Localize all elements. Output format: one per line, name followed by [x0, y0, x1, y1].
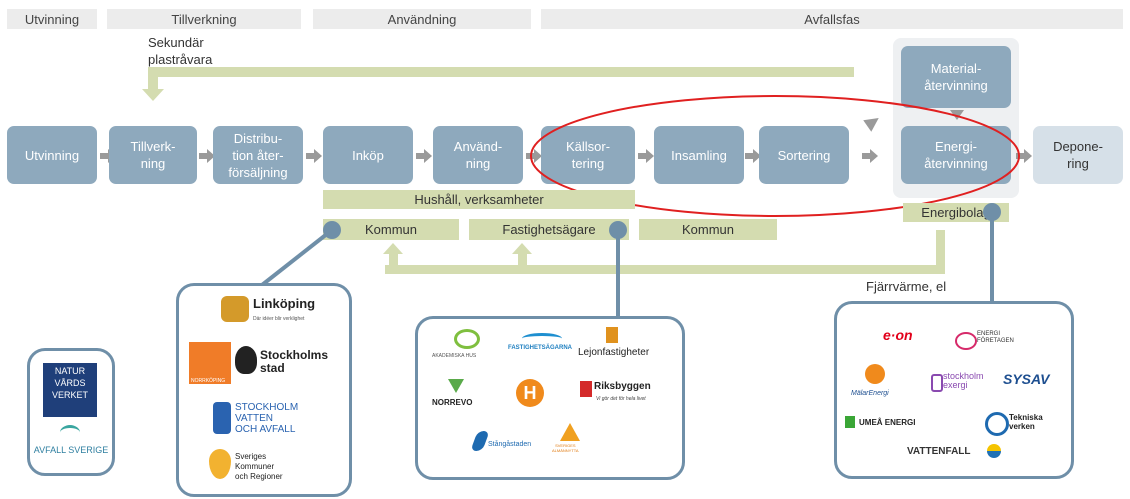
lejon-icon	[606, 327, 618, 343]
logo-box-energy: e·on ENERGI FÖRETAGEN MälarEnergi stockh…	[834, 301, 1074, 479]
norrevo-logo: NORREVO	[432, 398, 473, 407]
return-line-vertical	[936, 230, 945, 274]
actor-energy-companies: Energibolag	[903, 203, 1009, 222]
actor-municipality-left: Kommun	[323, 219, 459, 240]
avfall-sverige-logo: AVFALL SVERIGE	[33, 445, 109, 455]
stockholm-vatten-icon	[213, 402, 231, 434]
norrevo-icon	[448, 379, 464, 393]
sysav-logo: SYSAV	[1003, 371, 1050, 387]
secondary-material-label: Sekundär plastråvara	[148, 35, 213, 67]
umea-energi-logo: UMEÅ ENERGI	[859, 418, 916, 427]
naturvardsverket-logo: NATUR VÅRDS VERKET	[43, 363, 97, 417]
norrkoping-logo: NORRKÖPING	[191, 378, 226, 384]
stockholm-stad-logo: Stockholms stad	[260, 348, 329, 375]
step-materialatervinning: Material- återvinning	[901, 46, 1011, 108]
vattenfall-logo: VATTENFALL	[907, 446, 971, 457]
feedback-arrowhead	[142, 89, 164, 101]
fastighetsagarna-logo: FASTIGHETSÄGARNA	[508, 345, 573, 351]
connector-dot-fastighet	[609, 221, 627, 239]
avfall-sverige-icon	[60, 425, 80, 440]
lejonfastigheter-logo: Lejonfastigheter	[578, 347, 650, 358]
phase-utvinning: Utvinning	[7, 9, 97, 29]
step-anvandning: Använd- ning	[433, 126, 523, 184]
skr-logo: Sveriges Kommuner och Regioner	[235, 452, 283, 481]
return-branch-fastighet	[518, 252, 527, 272]
stockholm-crown-icon	[235, 346, 257, 374]
riksbyggen-tagline: Vi gör det för hela livet	[596, 396, 646, 402]
stockholm-exergi-logo: stockholm exergi	[943, 371, 984, 390]
fastighetsagarna-wave-icon	[522, 333, 562, 344]
akademiska-hus-logo: AKADEMISKA HUS	[432, 353, 477, 359]
malarenergi-icon	[865, 364, 885, 384]
actor-households: Hushåll, verksamheter	[323, 190, 635, 209]
phase-anvandning: Användning	[313, 9, 531, 29]
eon-logo: e·on	[883, 327, 913, 343]
tekniska-verken-logo: Tekniska verken	[1009, 413, 1043, 431]
step-tillverkning: Tillverk- ning	[109, 126, 197, 184]
step-sortering: Sortering	[759, 126, 849, 184]
stangastaden-icon	[470, 431, 490, 451]
stangastaden-logo: Stångåstaden	[488, 441, 532, 448]
connector-dot-energi	[983, 203, 1001, 221]
norrkoping-icon	[189, 342, 231, 384]
return-line	[385, 265, 945, 274]
vattenfall-icon	[987, 444, 1001, 458]
stockholm-vatten-logo: STOCKHOLM VATTEN OCH AVFALL	[235, 402, 299, 435]
feedback-line-top	[148, 67, 854, 77]
energiforetagen-icon	[955, 332, 977, 350]
tekniska-verken-icon	[985, 412, 1009, 436]
akademiska-hus-icon	[454, 329, 480, 349]
step-distribution: Distribu- tion åter- försäljning	[213, 126, 303, 184]
riksbyggen-icon	[580, 381, 592, 397]
linkoping-lion-icon	[221, 296, 249, 322]
phase-avfallsfas: Avfallsfas	[541, 9, 1123, 29]
connector-dot-kommun	[323, 221, 341, 239]
logo-box-municipalities: Linköping Där idéer blir verklighet NORR…	[176, 283, 352, 497]
return-arrowhead-kommun	[383, 243, 403, 254]
step-insamling: Insamling	[654, 126, 744, 184]
allmannytta-logo: SVERIGES ALMÄNNYTTA	[552, 443, 579, 453]
actor-property-owners: Fastighetsägare	[469, 219, 629, 240]
h-circle-icon: H	[516, 379, 544, 407]
step-inkop: Inköp	[323, 126, 413, 184]
step-kallsortering: Källsor- tering	[541, 126, 635, 184]
actor-municipality-right: Kommun	[639, 219, 777, 240]
logo-box-property-owners: AKADEMISKA HUS FASTIGHETSÄGARNA Lejonfas…	[415, 316, 685, 480]
step-energiatervinning: Energi- återvinning	[901, 126, 1011, 184]
allmannytta-icon	[560, 423, 580, 441]
energiforetagen-logo: ENERGI FÖRETAGEN	[977, 331, 1014, 344]
feedback-line-down	[148, 67, 158, 91]
skr-figure-icon	[209, 449, 231, 479]
phase-tillverkning: Tillverkning	[107, 9, 301, 29]
step-utvinning: Utvinning	[7, 126, 97, 184]
linkoping-logo: Linköping	[253, 296, 316, 311]
stockholm-exergi-icon	[931, 374, 943, 392]
malarenergi-logo: MälarEnergi	[851, 390, 889, 397]
umea-energi-icon	[845, 416, 855, 428]
return-branch-kommun	[389, 252, 398, 272]
highlight-ellipse	[530, 95, 1020, 217]
return-arrowhead-fastighet	[512, 243, 532, 254]
district-heating-label: Fjärrvärme, el	[866, 279, 947, 294]
logo-box-authorities: NATUR VÅRDS VERKET AVFALL SVERIGE	[27, 348, 115, 476]
step-deponering: Depone- ring	[1033, 126, 1123, 184]
riksbyggen-logo: Riksbyggen	[594, 381, 651, 392]
linkoping-tagline: Där idéer blir verklighet	[253, 316, 305, 322]
